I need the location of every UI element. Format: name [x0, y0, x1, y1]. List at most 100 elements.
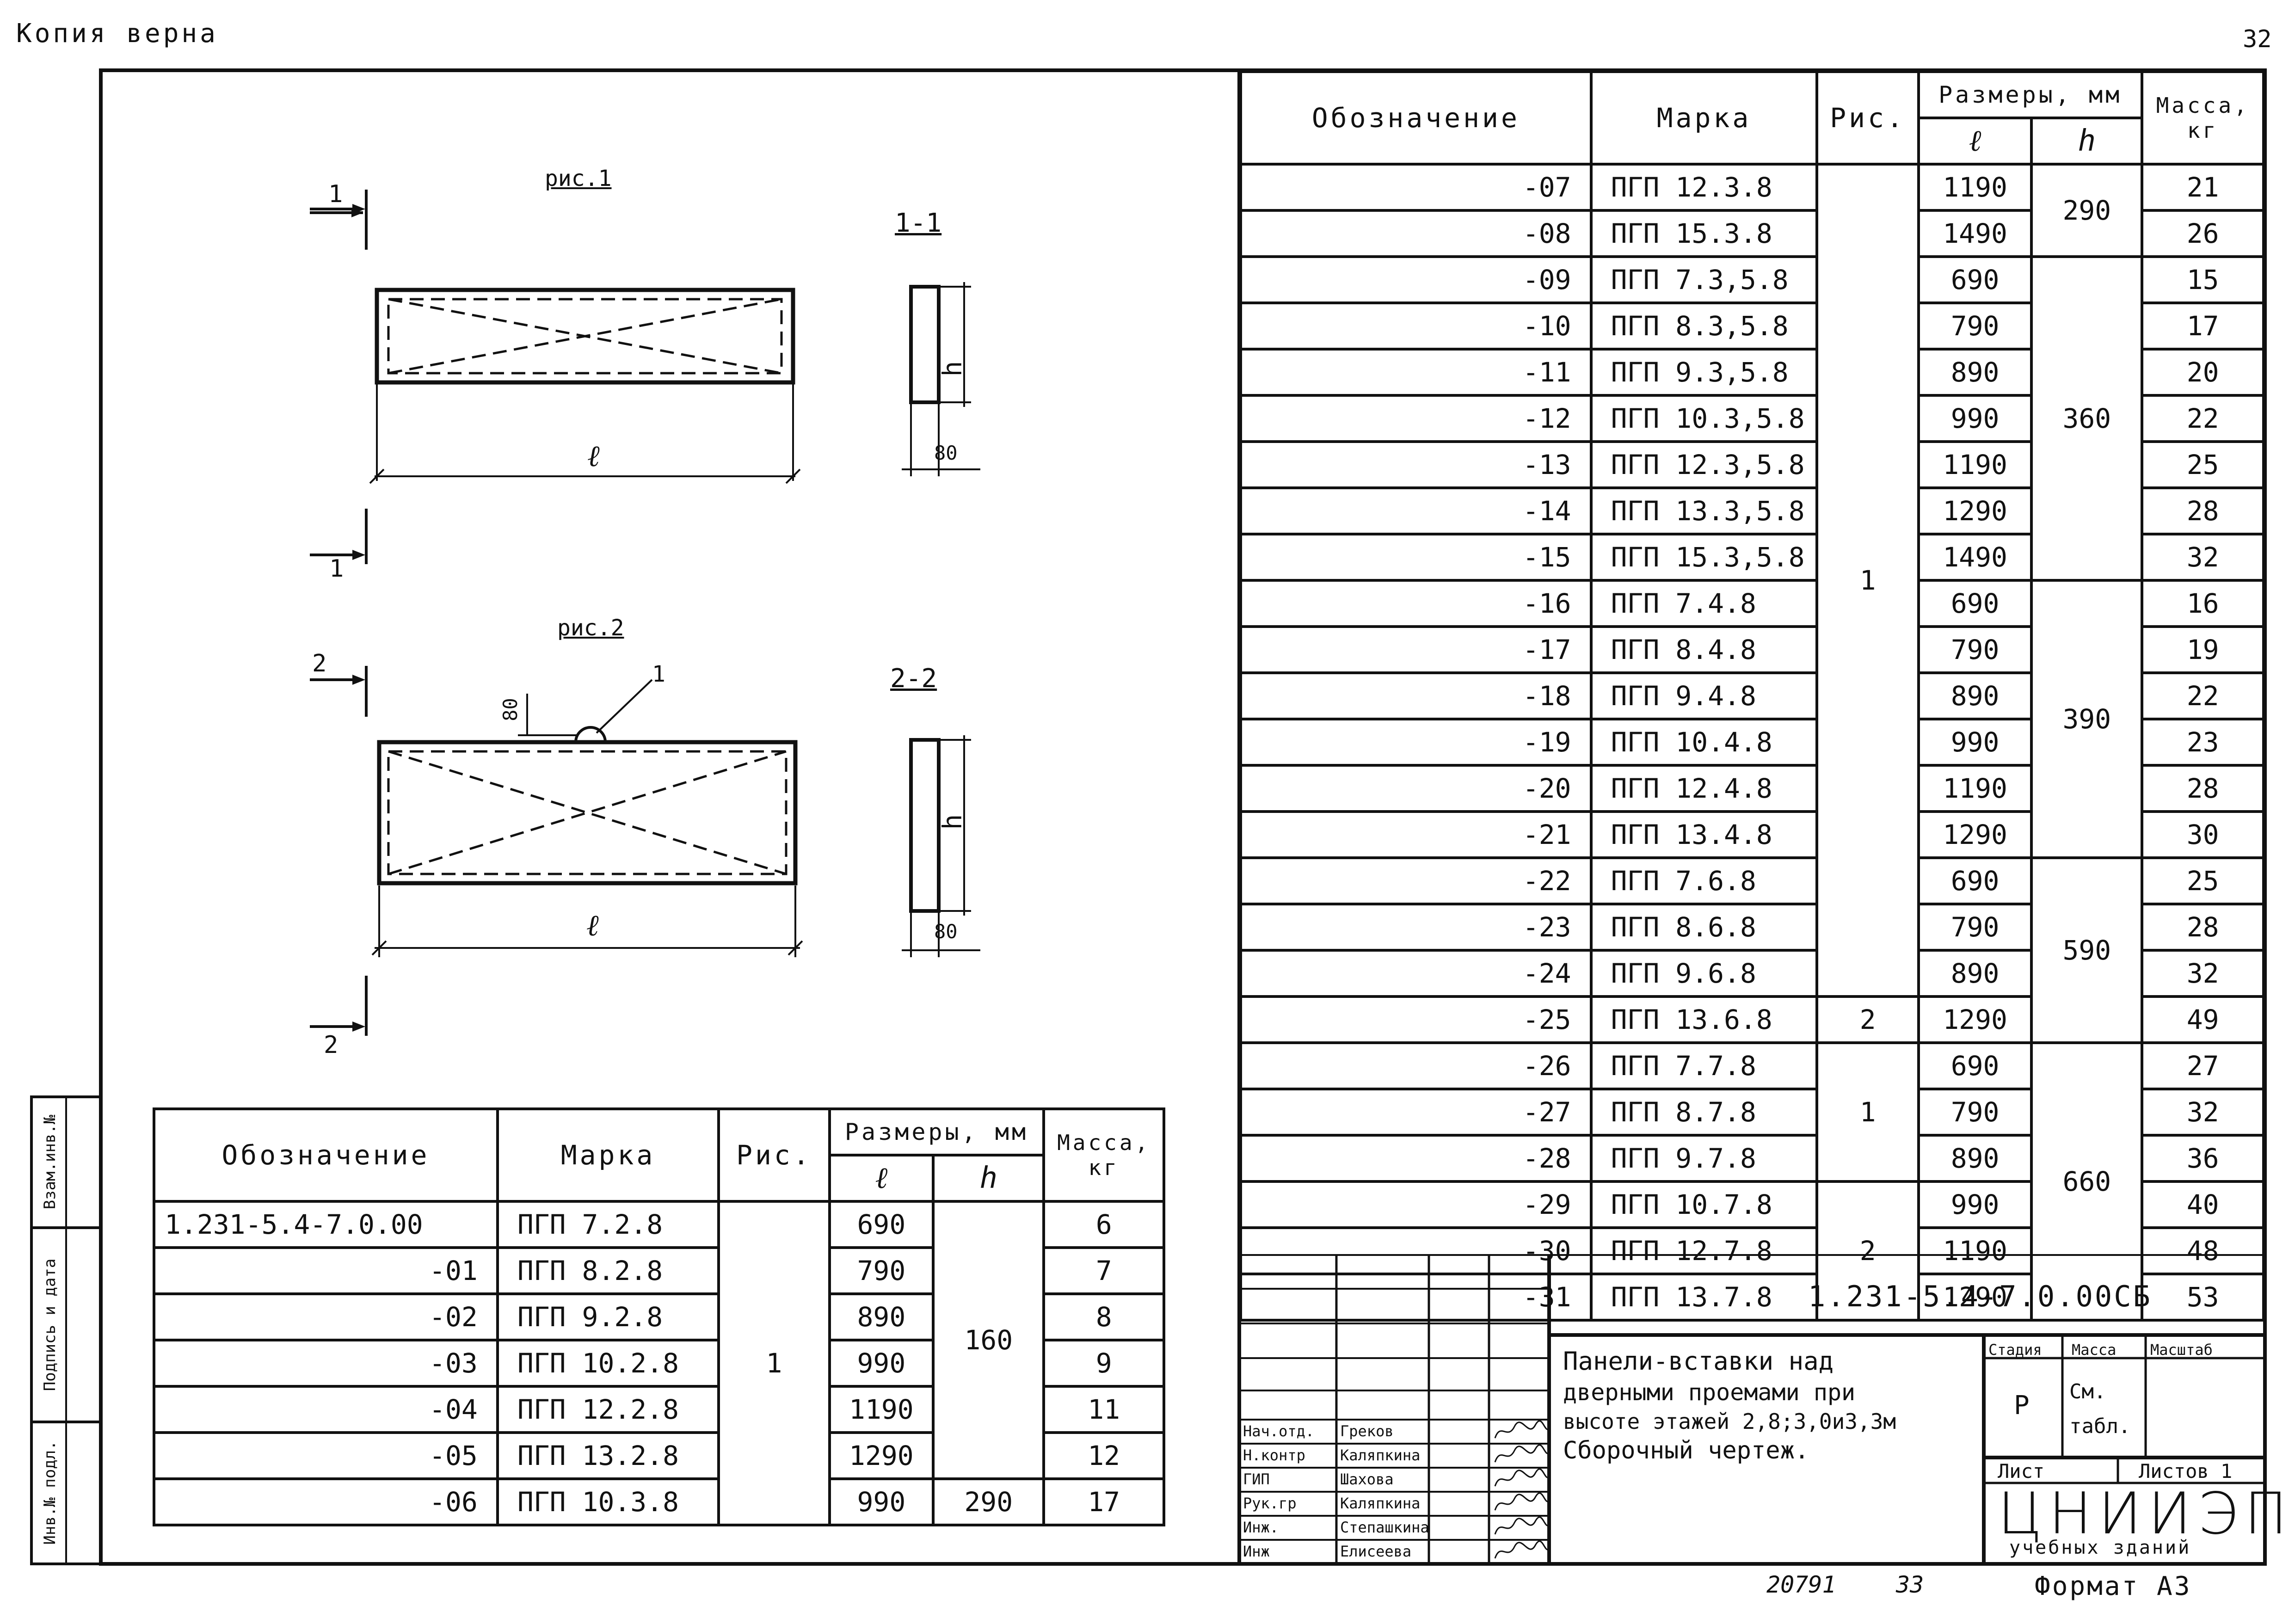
- signature-name: Каляпкина: [1340, 1446, 1421, 1464]
- mark-cell: ПГП 15.3.8: [1589, 209, 1819, 258]
- designation-cell: -03: [153, 1339, 499, 1388]
- signature-name: Елисеева: [1340, 1543, 1412, 1560]
- right-header-figure: Рис.: [1815, 70, 1920, 166]
- signature-scribble: [1494, 1492, 1550, 1511]
- length-cell: 1190: [1917, 440, 2033, 489]
- height-cell: 290: [932, 1477, 1046, 1526]
- table-row: -04 ПГП 12.2.8 1190 11: [153, 1385, 1165, 1434]
- right-spec-table: Обозначение Марка Рис. Размеры, мм Масса…: [1239, 70, 2265, 1322]
- length-cell: 690: [1917, 579, 2033, 628]
- side-stamp-signature: Подпись и дата: [41, 1258, 59, 1391]
- side-stamp-inv: Инв.№ подл.: [41, 1440, 59, 1545]
- mass-cell: 17: [2141, 301, 2265, 351]
- signature-name: Степашкина: [1340, 1519, 1429, 1536]
- height-cell: 390: [2030, 579, 2144, 859]
- mass-cell: 15: [2141, 255, 2265, 304]
- right-header-designation: Обозначение: [1239, 70, 1593, 166]
- mark-cell: ПГП 10.3.8: [496, 1477, 720, 1526]
- figure-cell: 1: [1815, 1041, 1920, 1183]
- mark-cell: ПГП 8.3,5.8: [1589, 301, 1819, 351]
- signature-role: Н.контр: [1243, 1446, 1305, 1464]
- figure-2-callout: 1: [652, 661, 665, 687]
- section-2-2-drawing: [902, 735, 980, 957]
- mark-cell: ПГП 8.6.8: [1589, 903, 1819, 952]
- mass-cell: 53: [2141, 1273, 2265, 1322]
- stage-label: Стадия: [1988, 1341, 2042, 1359]
- signature-role: Рук.гр: [1243, 1495, 1297, 1512]
- mark-cell: ПГП 9.4.8: [1589, 671, 1819, 720]
- length-cell: 690: [1917, 1041, 2033, 1090]
- length-cell: 890: [1917, 1134, 2033, 1183]
- sheet-label: Лист: [1998, 1460, 2045, 1483]
- length-cell: 1190: [1917, 1226, 2033, 1275]
- signature-scribble: [1494, 1516, 1550, 1535]
- length-cell: 790: [828, 1246, 935, 1295]
- designation-cell: -07: [1239, 163, 1593, 212]
- designation-cell: -28: [1239, 1134, 1593, 1183]
- section-2-2-label: 2-2: [890, 664, 937, 694]
- title-line-3: высоте этажей 2,8;3,0и3,3м: [1563, 1409, 1896, 1434]
- left-header-mass: Масса, кг: [1042, 1107, 1165, 1203]
- signature-name: Греков: [1340, 1422, 1394, 1440]
- mass-cell: 49: [2141, 995, 2265, 1044]
- mark-cell: ПГП 9.6.8: [1589, 949, 1819, 998]
- section-2-2-thickness: 80: [934, 920, 958, 943]
- figure-2-weld-dim: 80: [498, 698, 522, 721]
- signature-role: Инж: [1243, 1543, 1270, 1560]
- designation-cell: -29: [1239, 1180, 1593, 1229]
- figure-1-panel: [310, 190, 801, 564]
- mark-cell: ПГП 7.2.8: [496, 1200, 720, 1249]
- section-1-1-label: 1-1: [895, 208, 942, 238]
- mass-cell: 32: [2141, 949, 2265, 998]
- mark-cell: ПГП 13.3,5.8: [1589, 486, 1819, 535]
- figure-cell: 1: [1815, 163, 1920, 998]
- mark-cell: ПГП 9.2.8: [496, 1292, 720, 1341]
- length-cell: 1290: [828, 1431, 935, 1480]
- mass-cell: 7: [1042, 1246, 1165, 1295]
- right-header-mark: Марка: [1589, 70, 1819, 166]
- mass-cell: 16: [2141, 579, 2265, 628]
- length-cell: 1190: [828, 1385, 935, 1434]
- left-header-length: ℓ: [828, 1154, 935, 1203]
- length-cell: 990: [828, 1477, 935, 1526]
- length-cell: 1490: [1917, 533, 2033, 582]
- mark-cell: ПГП 7.3,5.8: [1589, 255, 1819, 304]
- mass-cell: 28: [2141, 764, 2265, 813]
- mass-cell: 36: [2141, 1134, 2265, 1183]
- mass-cell: 21: [2141, 163, 2265, 212]
- mark-cell: ПГП 7.7.8: [1589, 1041, 1819, 1090]
- length-cell: 990: [1917, 718, 2033, 767]
- mass-cell: 25: [2141, 856, 2265, 905]
- designation-cell: -18: [1239, 671, 1593, 720]
- designation-cell: -01: [153, 1246, 499, 1295]
- figure-2-section-mark-bottom: 2: [324, 1031, 338, 1059]
- mass-cell: 26: [2141, 209, 2265, 258]
- length-cell: 990: [1917, 1180, 2033, 1229]
- height-cell: 160: [932, 1200, 1046, 1480]
- table-row: -05 ПГП 13.2.8 1290 12: [153, 1431, 1165, 1480]
- mark-cell: ПГП 12.3.8: [1589, 163, 1819, 212]
- length-cell: 790: [1917, 903, 2033, 952]
- title-block-grid: [1239, 1254, 2265, 1564]
- archive-number: 20791: [1766, 1571, 1836, 1598]
- left-header-designation: Обозначение: [153, 1107, 499, 1203]
- length-cell: 990: [828, 1339, 935, 1388]
- figure-cell: 2: [1815, 1180, 1920, 1322]
- mass-cell: 48: [2141, 1226, 2265, 1275]
- table-row: -02 ПГП 9.2.8 890 8: [153, 1292, 1165, 1341]
- mark-cell: ПГП 12.4.8: [1589, 764, 1819, 813]
- signature-role: Инж.: [1243, 1519, 1279, 1536]
- mass-cell: 40: [2141, 1180, 2265, 1229]
- designation-cell: -08: [1239, 209, 1593, 258]
- title-line-1: Панели-вставки над: [1563, 1347, 1834, 1376]
- designation-cell: -23: [1239, 903, 1593, 952]
- length-cell: 1190: [1917, 764, 2033, 813]
